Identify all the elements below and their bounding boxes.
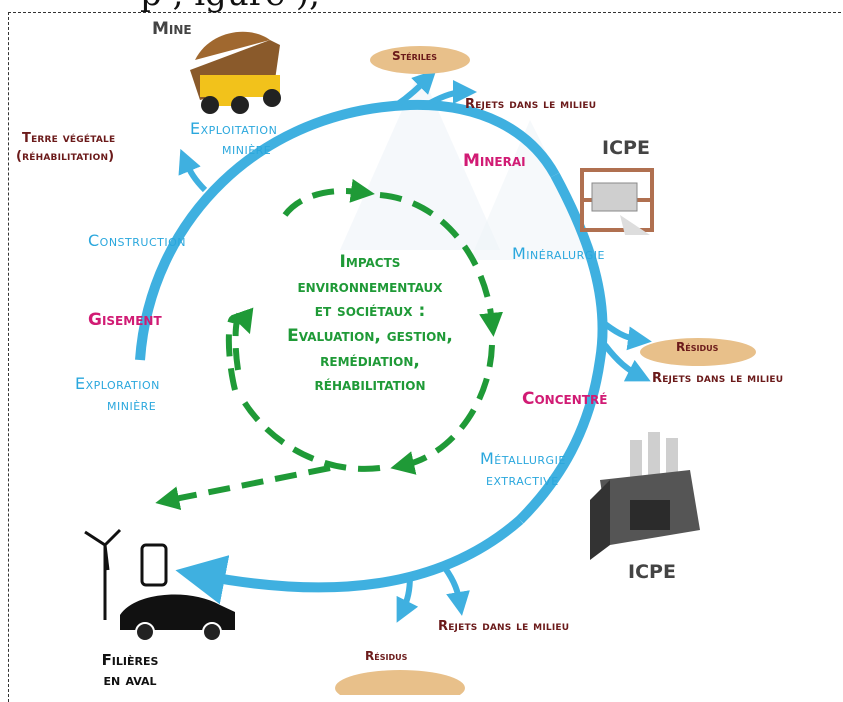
cycle-arc-bottom xyxy=(175,516,524,605)
metallurgie-label-1: Métallurgie xyxy=(480,449,566,468)
gisement-label: Gisement xyxy=(88,310,162,330)
terre-label-1: Terre végétale xyxy=(22,131,116,146)
downstream-label-2: en aval xyxy=(103,671,157,689)
minerai-label: Minerai xyxy=(463,151,526,171)
exploitation-label-1: Exploitation xyxy=(190,119,278,138)
residus-bottom-label: Résidus xyxy=(365,649,408,663)
rejets-bottom-label: Rejets dans le milieu xyxy=(438,619,570,634)
pile-residus-bottom xyxy=(335,670,465,695)
dump-truck-icon xyxy=(190,31,281,114)
pile-residus-right xyxy=(640,338,756,366)
center-line-2: environnementaux xyxy=(297,276,443,297)
metallurgie-label-2: extractive xyxy=(486,470,559,489)
branch-rejets-bottom xyxy=(442,566,470,616)
rejets-right-label: Rejets dans le milieu xyxy=(652,371,784,386)
rejets-top-label: Rejets dans le milieu xyxy=(465,97,597,112)
center-line-1: Impacts xyxy=(339,252,401,272)
background-mountain xyxy=(470,120,600,260)
header-fragment: p , igure ), xyxy=(140,0,840,14)
terre-label-2: (réhabilitation) xyxy=(16,149,115,164)
center-line-4: Evaluation, gestion, xyxy=(287,325,453,346)
branch-steriles xyxy=(393,69,437,109)
impact-loop xyxy=(155,178,503,511)
processing-plant-icon xyxy=(580,168,654,235)
center-line-3: et sociétaux : xyxy=(314,301,426,322)
background-mountain xyxy=(340,70,500,250)
cycle-arc-top xyxy=(135,99,560,361)
icpe-top-label: ICPE xyxy=(602,137,650,159)
center-line-5: remédiation, xyxy=(320,350,420,371)
factory-icon xyxy=(590,432,700,560)
steriles-label: Stériles xyxy=(392,49,438,63)
car-icon xyxy=(120,594,235,642)
center-line-6: réhabilitation xyxy=(314,375,426,396)
pile-steriles xyxy=(370,46,470,74)
dashed-frame xyxy=(8,12,843,702)
center-text: Impacts environnementaux et sociétaux : … xyxy=(245,250,495,398)
branch-terre xyxy=(178,148,208,193)
cycle-arc-right xyxy=(516,172,608,524)
residus-right-label: Résidus xyxy=(676,340,719,354)
exploration-label-2: minière xyxy=(107,395,157,414)
mine-label: Mine xyxy=(152,19,192,39)
branch-rejets-top xyxy=(428,80,477,106)
smartphone-icon xyxy=(140,543,168,587)
downstream-label-1: Filières xyxy=(101,651,159,669)
branch-rejets-right xyxy=(602,343,651,382)
branch-residus-bottom xyxy=(396,574,419,623)
branch-residus-right xyxy=(598,317,652,351)
icpe-bottom-label: ICPE xyxy=(628,561,676,583)
mineralurgie-label: Minéralurgie xyxy=(512,244,605,263)
exploration-label-1: Exploration xyxy=(75,374,160,393)
concentre-label: Concentré xyxy=(522,389,608,409)
wind-turbine-icon xyxy=(84,528,122,620)
exploitation-label-2: minière xyxy=(222,139,272,158)
construction-label: Construction xyxy=(88,231,186,250)
